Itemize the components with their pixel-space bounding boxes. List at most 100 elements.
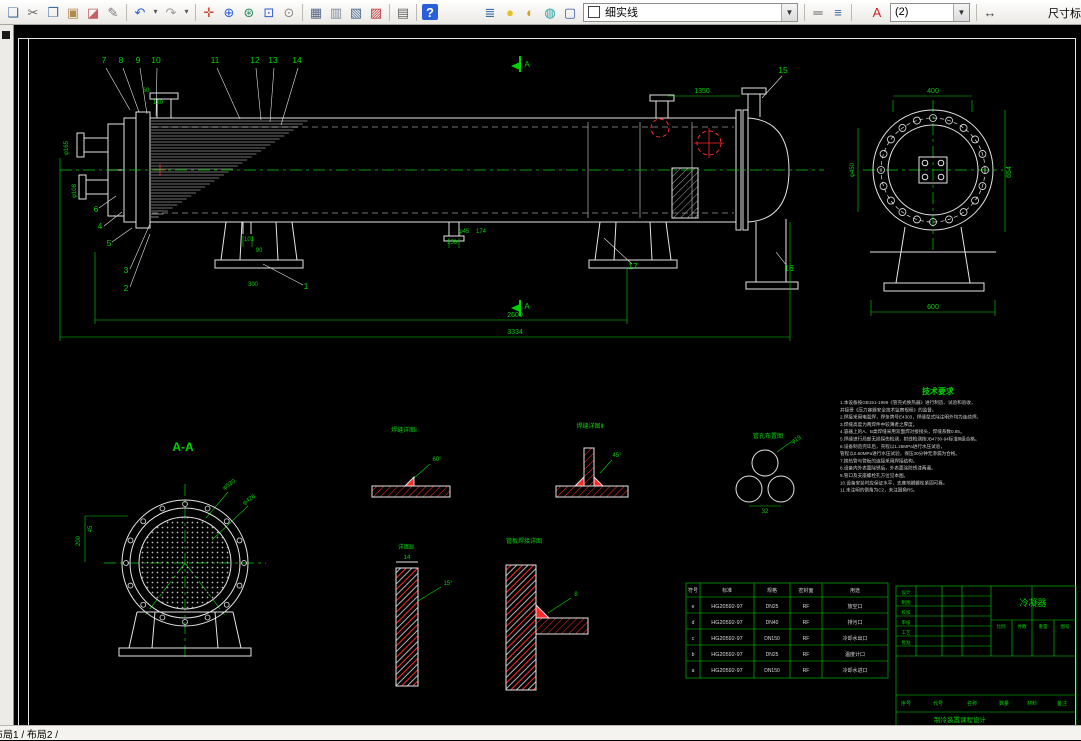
nozzle-table-cell: HG20592-97 [711, 668, 743, 674]
nozzle-table-cell: 冷却水出口 [842, 635, 867, 642]
section-view-aa [118, 499, 252, 657]
tube-bundle-hatch [151, 120, 308, 218]
weld-detail-tube-layout [735, 449, 795, 503]
undo-icon[interactable]: ↶ [134, 4, 146, 20]
new-layout-icon[interactable]: ▧ [349, 4, 363, 20]
dimension-label: 400 [927, 88, 939, 95]
table-icon[interactable]: ▤ [396, 4, 410, 20]
tech-requirements-line: 7.换热管与管板的连接采用焊接结构。 [840, 457, 917, 464]
copy-icon[interactable]: ❐ [47, 4, 59, 20]
nozzle-table [685, 582, 889, 679]
balloon-number: 2 [124, 283, 129, 293]
format-painter-icon[interactable]: ✎ [107, 4, 119, 20]
main-assembly-view [76, 87, 799, 290]
zoom-extents-icon[interactable]: ⊛ [243, 4, 255, 20]
nozzle-table-cell: RF [803, 652, 810, 658]
toolbar-separator [416, 3, 417, 21]
balloon-number: 10 [151, 55, 161, 65]
zoom-in-icon[interactable]: ⊕ [223, 4, 235, 20]
nozzle-table-cell: DN150 [764, 668, 780, 674]
dimension-label: φ108 [72, 183, 78, 198]
detail-label: 焊缝详图Ⅰ [391, 426, 417, 434]
nozzle-table-cell: RF [803, 636, 810, 642]
layer-freeze-icon[interactable]: ◐ [526, 4, 534, 20]
dimension-icon[interactable]: ↔ [983, 4, 997, 20]
tech-requirements-line: 8.设备内外表面除锈后，外表面涂防锈漆两遍。 [840, 465, 936, 472]
detail-label: 管板焊接详图 [506, 537, 542, 545]
dock-grip-icon [2, 31, 10, 39]
new-file-icon[interactable]: ❏ [7, 4, 19, 20]
chevron-down-icon[interactable]: ▼ [781, 3, 797, 21]
end-view [870, 109, 996, 292]
dimension-label: φ165 [64, 140, 70, 155]
tech-requirements-line: 5.焊缝进行局部无损探伤检测，射线检测按JB4730-94标准Ⅲ级合格。 [840, 436, 979, 443]
section-aa-label: A-A [172, 440, 194, 454]
title-block-bottom-label: 材料 [1027, 700, 1037, 707]
pan-icon[interactable]: ✛ [203, 4, 215, 20]
dimension-label: φ45 [459, 229, 470, 235]
nozzle-table-cell: RF [803, 604, 810, 610]
detail-label: 管孔布置图 [753, 432, 783, 440]
zoom-previous-icon[interactable]: ⊙ [283, 4, 295, 20]
technical-requirements: 技术要求1.本设备按GB151-1999《管壳式换热器》进行制造、试验和验收， … [840, 386, 981, 494]
layer-manager-icon[interactable]: ≣ [484, 4, 496, 20]
text-style-icon[interactable]: A [872, 4, 882, 20]
nozzle-table-header: 用途 [850, 587, 860, 594]
nozzle-table-header: 符号 [688, 587, 698, 594]
chevron-down-icon[interactable]: ▼ [953, 3, 969, 21]
undo-dropdown-icon[interactable]: ▾ [153, 7, 158, 16]
nozzle-table-cell: d [692, 620, 695, 626]
line-style-combo[interactable]: 细实线▼ [583, 2, 798, 22]
title-block-sign-label: 批准 [902, 639, 911, 646]
dim-style-combo[interactable]: (2) ▼ [890, 2, 970, 22]
paste-icon[interactable]: ▣ [66, 4, 80, 20]
tech-requirements-line: 4.容器上的A、B类焊缝采用双面焊对接接头，焊缝系数0.85。 [840, 428, 965, 435]
dimension-label: φ426 [242, 493, 257, 506]
dim-style-combo-value: (2) [895, 6, 909, 18]
title-block-bottom-label: 序号 [901, 700, 911, 707]
layer-lock-icon[interactable]: ◍ [544, 4, 556, 20]
help-icon[interactable]: ? [422, 4, 438, 20]
layer-color-icon[interactable]: ▢ [563, 4, 577, 20]
nozzle-table-cell: HG20592-97 [711, 620, 743, 626]
title-block-cell-label: 件数 [1018, 623, 1027, 630]
nozzle-table-cell: e [692, 604, 695, 610]
balloon-number: 6 [94, 204, 99, 214]
title-block-bottom-label: 名称 [967, 700, 977, 707]
nozzle-table-cell: HG20592-97 [711, 636, 743, 642]
dimension-label: 14 [404, 555, 411, 561]
toolbar-separator [804, 3, 805, 21]
title-block-cell-label: 图号 [1061, 624, 1070, 630]
title-block-sign-label: 工艺 [902, 630, 911, 635]
zoom-window-icon[interactable]: ⊡ [263, 4, 275, 20]
balloon-number: 7 [102, 55, 107, 65]
weld-detail-3 [395, 561, 419, 687]
balloon-number: 8 [119, 55, 124, 65]
erase-icon[interactable]: ◪ [86, 4, 100, 20]
cut-icon[interactable]: ✂ [27, 4, 39, 20]
dimension-label: A [524, 60, 530, 69]
dimension-label: A [524, 302, 530, 311]
nozzle-table-cell: 排污口 [847, 619, 862, 626]
properties-icon[interactable]: ≡ [834, 4, 842, 20]
linetype-icon[interactable]: ═ [813, 4, 823, 20]
dimension-label: 60° [432, 457, 442, 463]
balloon-number: 5 [107, 238, 112, 248]
sheet-grid-icon[interactable]: ▦ [309, 4, 323, 20]
nozzle-table-cell: HG20592-97 [711, 652, 743, 658]
tech-requirements-line: 1.本设备按GB151-1999《管壳式换热器》进行制造、试验和验收， [840, 399, 976, 406]
delete-layout-icon[interactable]: ▨ [369, 4, 383, 20]
toolbar-separator [195, 3, 196, 21]
block-manager-icon[interactable]: ▥ [329, 4, 343, 20]
redo-icon[interactable]: ↷ [165, 4, 177, 20]
redo-dropdown-icon[interactable]: ▾ [184, 7, 189, 16]
layout-tabs[interactable]: 布局1 / 布局2 / [0, 729, 59, 741]
dimension-label: 45° [612, 453, 622, 459]
title-block-product-name: 冷凝器 [1019, 597, 1046, 608]
tech-requirements-line: 6.设备制造完毕后，壳程以1.25MPa进行水压试验， [840, 443, 945, 450]
dimension-label: 200 [76, 535, 82, 546]
layer-on-icon[interactable]: ● [506, 4, 514, 20]
